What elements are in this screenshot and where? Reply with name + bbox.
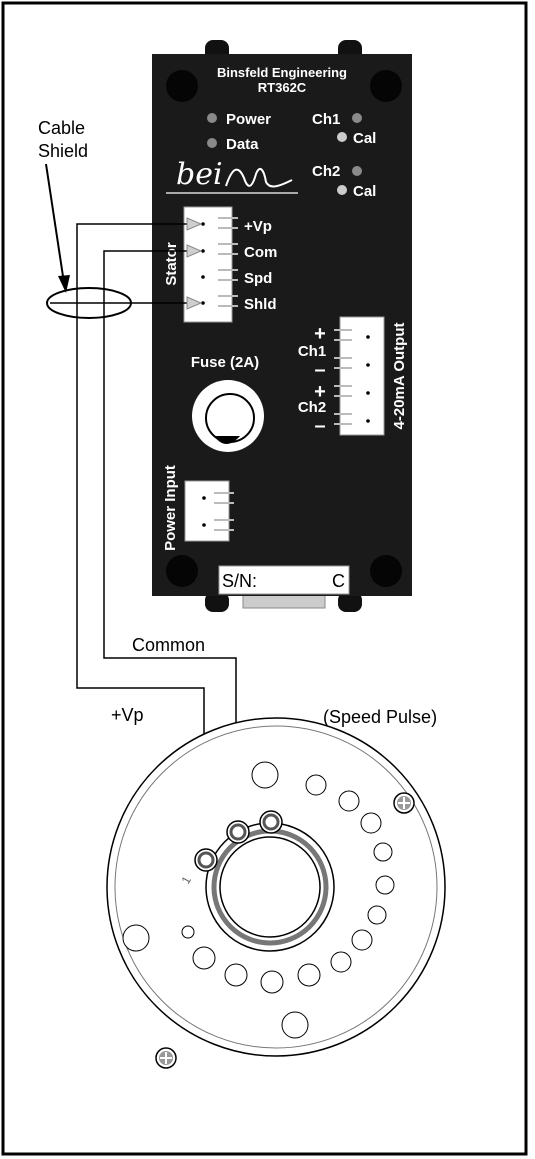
output-ch1-minus: –: [314, 359, 325, 381]
rotor-screw-bottom-left-icon: [155, 1047, 177, 1069]
output-ch1-plus: +: [314, 323, 326, 345]
power-led-label: Power: [226, 111, 271, 128]
stator-label: Stator: [163, 242, 180, 286]
cable-shield-ellipse: [46, 287, 132, 319]
ch1-led: [352, 113, 362, 123]
mount-tab-bottom-right: [338, 592, 362, 612]
output-connector-pins: [334, 329, 352, 425]
cable-shield-label-2: Shield: [38, 141, 88, 161]
ch1-cal-label: Cal: [353, 130, 376, 147]
rotor-holes: [122, 761, 395, 1039]
power-input-connector: [184, 480, 230, 542]
ch1-cal-led: [337, 132, 347, 142]
output-pin-dot-4: [366, 419, 370, 423]
module-model: RT362C: [258, 80, 307, 95]
cable-shield-label-1: Cable: [38, 118, 85, 138]
fuse-label: Fuse (2A): [191, 354, 259, 371]
wire-com: [103, 250, 237, 823]
vp-label: +Vp: [111, 705, 144, 725]
rotor-screw-top-right-icon: [393, 792, 415, 814]
fuse-slot-icon: [214, 436, 240, 444]
data-led: [207, 138, 217, 148]
serial-plate: [218, 565, 350, 595]
stator-pin-dot-3: [201, 275, 205, 279]
mount-tab-bottom-left: [205, 592, 229, 612]
stator-pin-dot-2: [201, 249, 205, 253]
stator-pin-label-shld: Shld: [244, 296, 277, 313]
stator-connector-pins: [218, 217, 238, 307]
output-ch2-plus: +: [314, 381, 326, 403]
output-ch1-label: Ch1: [298, 343, 326, 360]
data-led-label: Data: [226, 136, 259, 153]
ch2-led: [352, 166, 362, 176]
stator-pin-dot-4: [201, 301, 205, 305]
common-label: Common: [132, 635, 205, 655]
rotor-inner-ring: [114, 725, 438, 1049]
cable-shield-arrowhead: [58, 275, 70, 293]
serial-prefix: S/N:: [222, 571, 257, 591]
power-pin-dot-1: [202, 496, 206, 500]
output-label: 4-20mA Output: [391, 323, 408, 430]
stator-pin-dot-1: [201, 222, 205, 226]
ch1-led-label: Ch1: [312, 111, 340, 128]
ch2-cal-label: Cal: [353, 183, 376, 200]
terminal-vp: [194, 848, 218, 872]
terminal-com: [226, 820, 250, 844]
terminal-speed: [259, 810, 283, 834]
output-ch2-minus: –: [314, 415, 325, 437]
stator-pin-label-vp: +Vp: [244, 218, 272, 235]
fuse-cap: [205, 393, 255, 443]
corner-hole-br: [370, 555, 402, 587]
output-pin-dot-3: [366, 391, 370, 395]
power-input-pins: [214, 492, 234, 531]
output-connector: [339, 316, 385, 436]
ch2-led-label: Ch2: [312, 163, 340, 180]
bei-logo: bei: [176, 157, 223, 192]
serial-suffix: C: [332, 571, 345, 591]
corner-hole-bl: [166, 555, 198, 587]
power-input-label: Power Input: [162, 465, 179, 551]
output-pin-dot-1: [366, 335, 370, 339]
output-pin-dot-2: [366, 363, 370, 367]
arrow-tip-shld: [186, 296, 203, 310]
speed-pulse-label: (Speed Pulse): [323, 707, 437, 727]
arrow-tip-vp: [186, 217, 203, 231]
module-brand: Binsfeld Engineering: [217, 65, 347, 80]
power-led: [207, 113, 217, 123]
output-ch2-label: Ch2: [298, 399, 326, 416]
stator-pin-label-spd: Spd: [244, 270, 272, 287]
ch2-cal-led: [337, 185, 347, 195]
cable-shield-pointer: [45, 163, 65, 284]
bei-logo-signature-icon: [225, 167, 293, 188]
corner-hole-tl: [166, 70, 198, 102]
power-pin-dot-2: [202, 523, 206, 527]
corner-hole-tr: [370, 70, 402, 102]
stator-pin-label-com: Com: [244, 244, 277, 261]
rotor-bore-inner: [219, 836, 321, 938]
cable-grip: [242, 593, 326, 609]
arrow-tip-com: [186, 244, 203, 258]
